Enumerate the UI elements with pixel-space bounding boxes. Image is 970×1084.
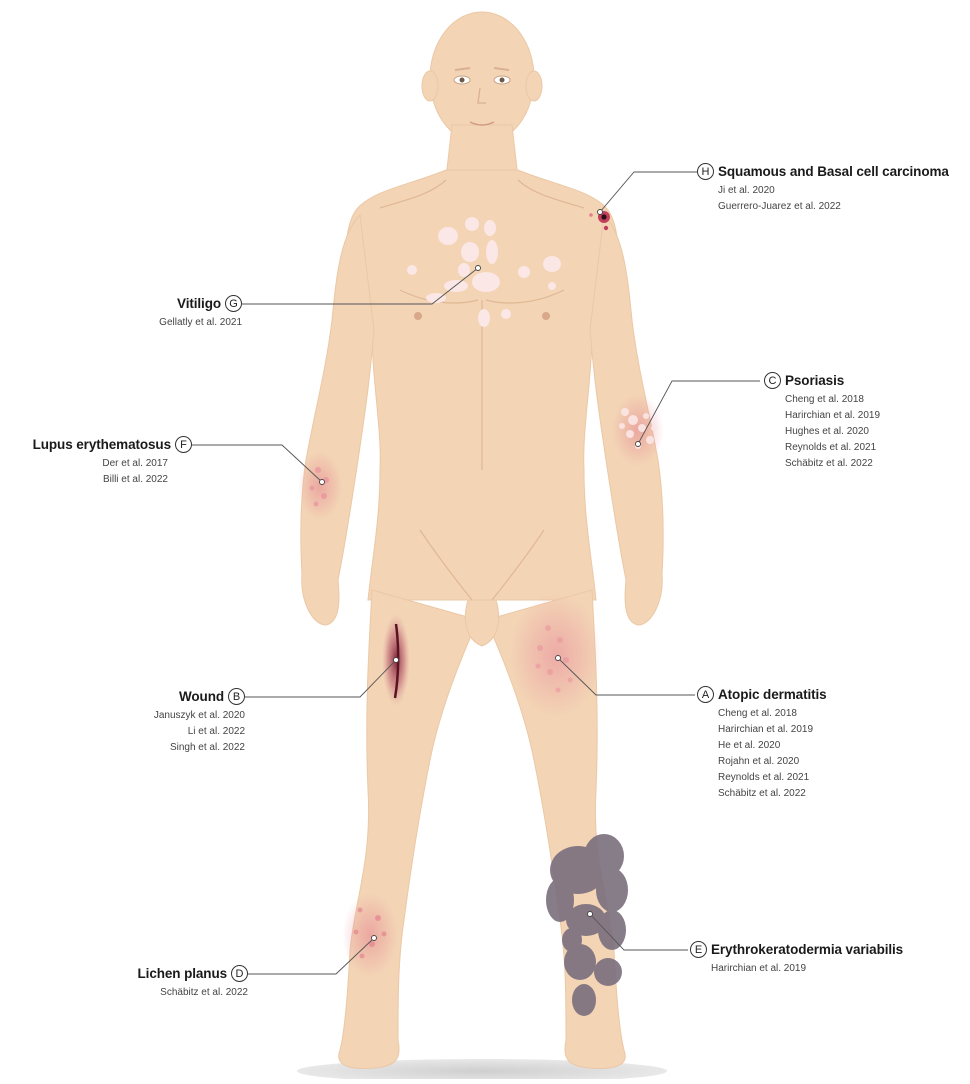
lupus-lesions — [298, 452, 342, 520]
disease-name: Vitiligo — [177, 296, 221, 311]
reference: Cheng et al. 2018 — [785, 392, 880, 408]
psoriasis-lesions — [612, 394, 664, 466]
disease-name: Erythrokeratodermia variabilis — [711, 942, 903, 957]
label-d: Lichen planus D Schäbitz et al. 2022 — [138, 965, 248, 1001]
reference: Guerrero-Juarez et al. 2022 — [718, 199, 949, 215]
reference: Billi et al. 2022 — [33, 472, 168, 488]
label-letter: F — [175, 436, 192, 453]
reference: Li et al. 2022 — [154, 724, 245, 740]
reference: Harirchian et al. 2019 — [718, 722, 827, 738]
label-e: E Erythrokeratodermia variabilis Harirch… — [690, 941, 903, 977]
disease-name: Psoriasis — [785, 373, 844, 388]
disease-name: Atopic dermatitis — [718, 687, 827, 702]
label-b: Wound B Januszyk et al. 2020 Li et al. 2… — [154, 688, 245, 756]
reference: Harirchian et al. 2019 — [711, 961, 903, 977]
reference: He et al. 2020 — [718, 738, 827, 754]
label-h: H Squamous and Basal cell carcinoma Ji e… — [697, 163, 949, 215]
reference-list: Januszyk et al. 2020 Li et al. 2022 Sing… — [154, 708, 245, 756]
label-letter: B — [228, 688, 245, 705]
reference-list: Der et al. 2017 Billi et al. 2022 — [33, 456, 192, 488]
label-letter: D — [231, 965, 248, 982]
reference-list: Harirchian et al. 2019 — [690, 961, 903, 977]
reference: Der et al. 2017 — [33, 456, 168, 472]
reference-list: Cheng et al. 2018 Harirchian et al. 2019… — [697, 706, 827, 802]
label-a: A Atopic dermatitis Cheng et al. 2018 Ha… — [697, 686, 827, 802]
reference: Schäbitz et al. 2022 — [785, 456, 880, 472]
disease-name: Squamous and Basal cell carcinoma — [718, 164, 949, 179]
reference: Schäbitz et al. 2022 — [718, 786, 827, 802]
reference: Hughes et al. 2020 — [785, 424, 880, 440]
disease-name: Wound — [179, 689, 224, 704]
label-letter: E — [690, 941, 707, 958]
reference: Reynolds et al. 2021 — [785, 440, 880, 456]
reference: Ji et al. 2020 — [718, 183, 949, 199]
label-f: Lupus erythematosus F Der et al. 2017 Bi… — [33, 436, 192, 488]
label-letter: H — [697, 163, 714, 180]
reference-list: Schäbitz et al. 2022 — [138, 985, 248, 1001]
label-letter: A — [697, 686, 714, 703]
reference: Cheng et al. 2018 — [718, 706, 827, 722]
reference: Januszyk et al. 2020 — [154, 708, 245, 724]
reference: Gellatly et al. 2021 — [159, 315, 242, 331]
lichen-planus-lesions — [342, 893, 398, 977]
reference-list: Gellatly et al. 2021 — [159, 315, 242, 331]
reference: Harirchian et al. 2019 — [785, 408, 880, 424]
label-c: C Psoriasis Cheng et al. 2018 Harirchian… — [764, 372, 880, 472]
label-letter: G — [225, 295, 242, 312]
reference-list: Ji et al. 2020 Guerrero-Juarez et al. 20… — [697, 183, 949, 215]
reference: Reynolds et al. 2021 — [718, 770, 827, 786]
atopic-dermatitis-lesions — [510, 593, 602, 717]
leader-line-h — [600, 172, 697, 212]
reference: Schäbitz et al. 2022 — [138, 985, 248, 1001]
label-g: Vitiligo G Gellatly et al. 2021 — [159, 295, 242, 331]
disease-name: Lupus erythematosus — [33, 437, 171, 452]
reference-list: Cheng et al. 2018 Harirchian et al. 2019… — [764, 392, 880, 472]
disease-name: Lichen planus — [138, 966, 227, 981]
reference: Rojahn et al. 2020 — [718, 754, 827, 770]
reference: Singh et al. 2022 — [154, 740, 245, 756]
label-letter: C — [764, 372, 781, 389]
